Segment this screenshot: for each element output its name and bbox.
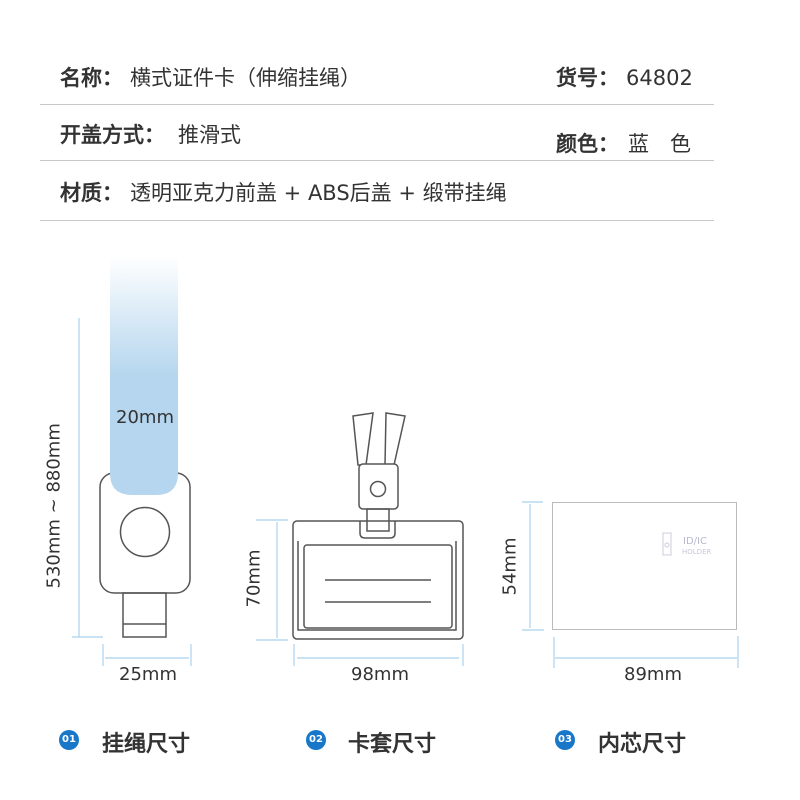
- insert-height-label: 54mm: [499, 537, 521, 596]
- caption-lanyard-size: 挂绳尺寸: [102, 732, 191, 757]
- divider: [40, 220, 714, 221]
- lanyard-drawing: [99, 256, 191, 638]
- caption-insert-size: 内芯尺寸: [598, 732, 687, 757]
- insert-logo-line1: ID/IC: [683, 536, 707, 547]
- name-value: 横式证件卡（伸缩挂绳）: [130, 66, 361, 90]
- color-label: 颜色：: [556, 132, 619, 156]
- item-no-value: 64802: [626, 66, 693, 90]
- caption-number-badge: 01: [59, 730, 79, 750]
- caption-number-badge: 02: [306, 730, 326, 750]
- insert-width-label: 89mm: [624, 664, 682, 685]
- card-holder-drawing: [292, 412, 464, 640]
- divider: [40, 160, 714, 161]
- caption-holder-size: 卡套尺寸: [348, 732, 437, 757]
- lanyard-width-label: 20mm: [116, 407, 174, 428]
- caption-number-badge: 03: [555, 730, 575, 750]
- name-label: 名称：: [60, 66, 123, 90]
- lanyard-length-label: 530mm ~ 880mm: [43, 423, 65, 589]
- holder-width-label: 98mm: [351, 664, 409, 685]
- material-value: 透明亚克力前盖 + ABS后盖 + 缎带挂绳: [130, 181, 507, 205]
- dimension-lines: [72, 318, 739, 668]
- clip-width-label: 25mm: [119, 664, 177, 685]
- open-method-label: 开盖方式：: [60, 123, 165, 147]
- card-insert-drawing: [552, 502, 737, 630]
- item-no-label: 货号：: [556, 66, 619, 90]
- color-value: 蓝 色: [628, 132, 691, 156]
- open-method-value: 推滑式: [178, 123, 241, 147]
- material-label: 材质：: [60, 181, 123, 205]
- divider: [40, 104, 714, 105]
- insert-logo-line2: HOLDER: [682, 548, 712, 556]
- holder-height-label: 70mm: [243, 549, 265, 608]
